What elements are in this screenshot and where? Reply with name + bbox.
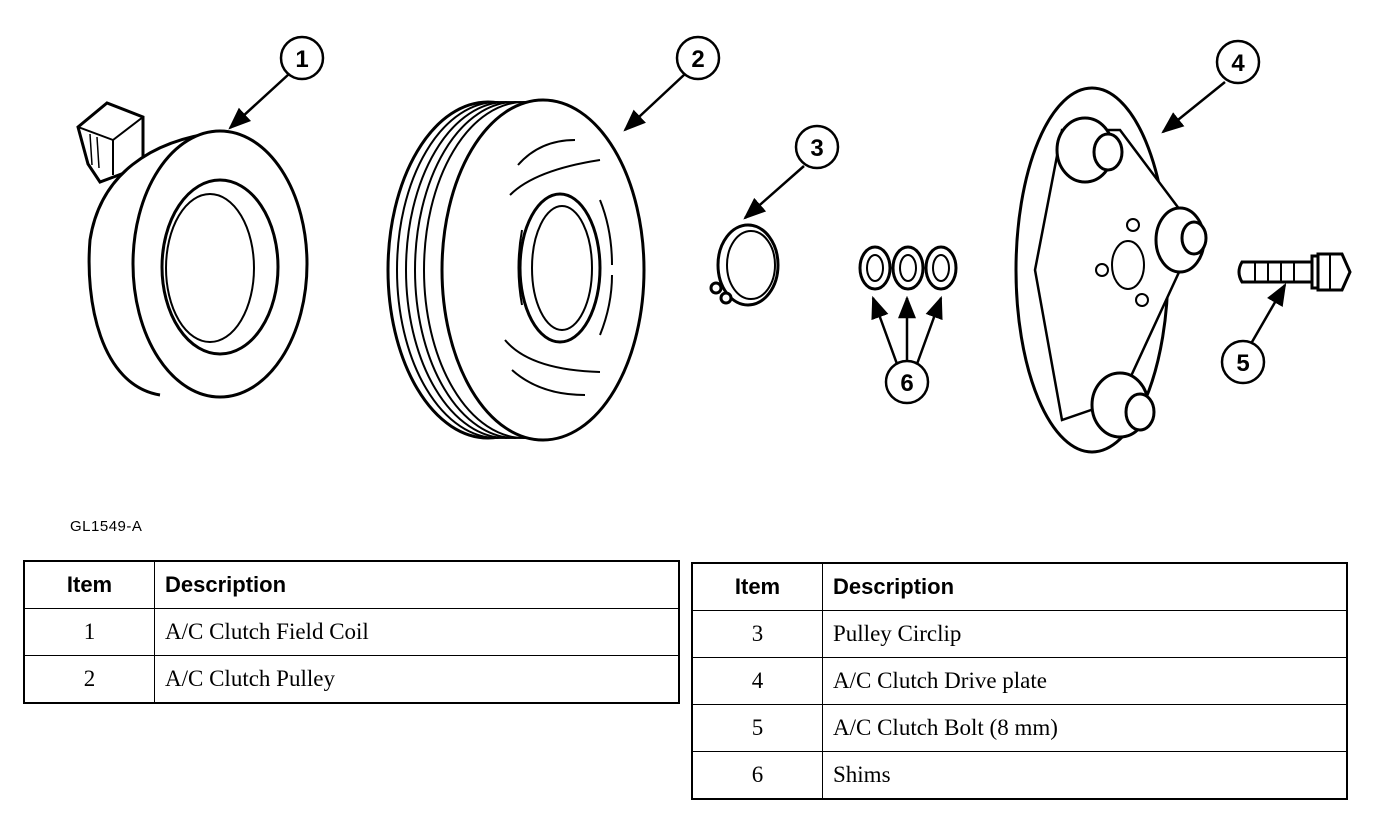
callout-4-label: 4	[1231, 50, 1245, 77]
column-header-description: Description	[154, 560, 680, 609]
table-row: 2 A/C Clutch Pulley	[23, 655, 680, 704]
item-number: 6	[691, 751, 823, 800]
item-description: A/C Clutch Bolt (8 mm)	[822, 704, 1348, 752]
item-number: 2	[23, 655, 155, 704]
callout-5-label: 5	[1236, 350, 1249, 377]
table-row: 1 A/C Clutch Field Coil	[23, 608, 680, 656]
callout-4: 4	[1215, 39, 1261, 85]
item-description: A/C Clutch Drive plate	[822, 657, 1348, 705]
figure-code: GL1549-A	[70, 518, 143, 535]
callout-6: 6	[884, 359, 930, 405]
table-header-row: Item Description	[691, 562, 1348, 611]
item-number: 5	[691, 704, 823, 752]
table-row: 4 A/C Clutch Drive plate	[691, 657, 1348, 705]
exploded-parts-diagram: 1 2 3 4 5 6	[76, 35, 1352, 454]
table-row: 5 A/C Clutch Bolt (8 mm)	[691, 704, 1348, 752]
field-coil-part	[76, 101, 309, 399]
item-description: A/C Clutch Pulley	[154, 655, 680, 704]
item-description: A/C Clutch Field Coil	[154, 608, 680, 656]
callout-1: 1	[279, 35, 325, 81]
table-row: 6 Shims	[691, 751, 1348, 800]
callout-arrows	[228, 73, 1287, 365]
callout-2: 2	[675, 35, 721, 81]
drive-plate-part	[1014, 86, 1208, 454]
table-row: 3 Pulley Circlip	[691, 610, 1348, 658]
callout-5: 5	[1220, 339, 1266, 385]
table-header-row: Item Description	[23, 560, 680, 609]
callout-2-label: 2	[691, 46, 704, 73]
column-header-item: Item	[691, 562, 823, 611]
item-number: 1	[23, 608, 155, 656]
bolt-part	[1237, 252, 1352, 292]
callout-3: 3	[794, 124, 840, 170]
callout-1-label: 1	[295, 46, 308, 73]
callout-6-label: 6	[900, 370, 913, 397]
callout-3-label: 3	[810, 135, 823, 162]
clutch-pulley-part	[386, 98, 646, 442]
item-number: 4	[691, 657, 823, 705]
column-header-item: Item	[23, 560, 155, 609]
circlip-part	[709, 223, 780, 307]
legend-table-right: Item Description 3 Pulley Circlip 4 A/C …	[691, 562, 1348, 800]
column-header-description: Description	[822, 562, 1348, 611]
legend-table-left: Item Description 1 A/C Clutch Field Coil…	[23, 560, 680, 704]
item-description: Pulley Circlip	[822, 610, 1348, 658]
item-description: Shims	[822, 751, 1348, 800]
shims-part	[858, 245, 958, 291]
item-number: 3	[691, 610, 823, 658]
